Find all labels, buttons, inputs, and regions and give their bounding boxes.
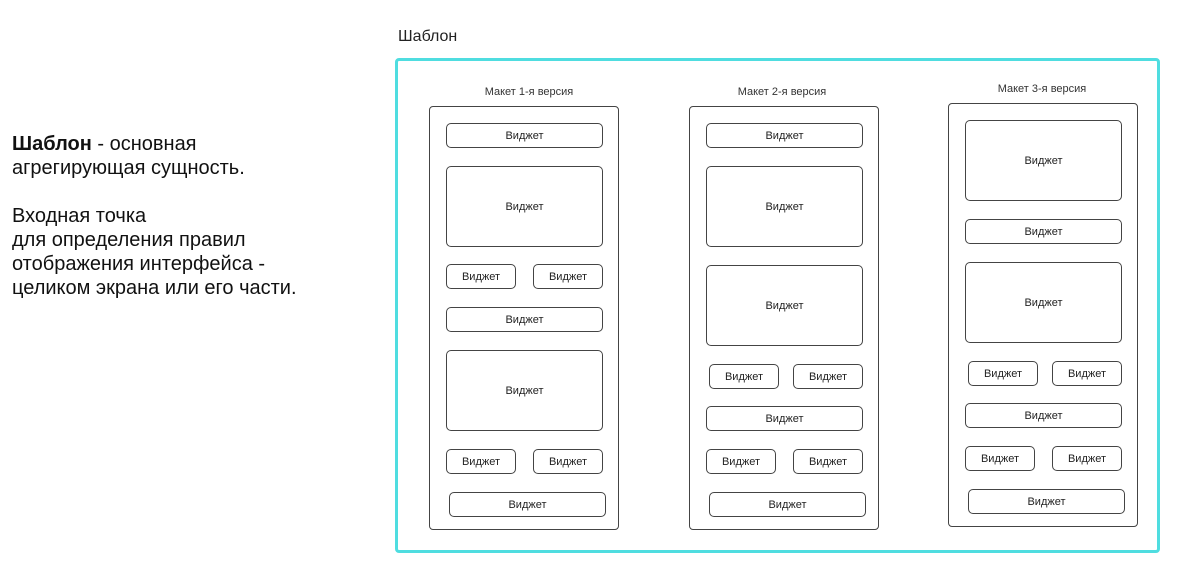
- widget: Виджет: [446, 449, 516, 474]
- widget: Виджет: [709, 492, 866, 517]
- widget: Виджет: [1052, 446, 1122, 471]
- widget: Виджет: [446, 350, 603, 431]
- widget: Виджет: [965, 120, 1122, 201]
- widget: Виджет: [793, 364, 863, 389]
- version-title-1: Макет 1-я версия: [484, 86, 574, 98]
- version-title-3: Макет 3-я версия: [997, 83, 1087, 95]
- widget: Виджет: [965, 403, 1122, 428]
- widget: Виджет: [533, 449, 603, 474]
- description-line: отображения интерфейса -: [12, 253, 266, 275]
- widget: Виджет: [533, 264, 603, 289]
- widget: Виджет: [446, 307, 603, 332]
- widget: Виджет: [706, 166, 863, 247]
- widget: Виджет: [446, 123, 603, 148]
- widget: Виджет: [709, 364, 779, 389]
- widget: Виджет: [1052, 361, 1122, 386]
- description-title-rest: - основная: [91, 133, 197, 155]
- description-paragraph-2: Входная точка для определения правил ото…: [12, 204, 372, 300]
- widget: Виджет: [968, 489, 1125, 514]
- widget: Виджет: [449, 492, 606, 517]
- widget: Виджет: [446, 264, 516, 289]
- widget: Виджет: [706, 406, 863, 431]
- description-line: Шаблон - основная: [12, 132, 372, 156]
- widget: Виджет: [706, 449, 776, 474]
- description-title-bold: Шаблон: [12, 133, 92, 155]
- widget: Виджет: [706, 265, 863, 346]
- frame-label: Шаблон: [398, 28, 458, 45]
- description-paragraph-1: Шаблон - основная агрегирующая сущность.: [12, 132, 372, 180]
- version-title-2: Макет 2-я версия: [737, 86, 827, 98]
- description-text: Шаблон - основная агрегирующая сущность.…: [12, 132, 372, 300]
- description-line: целиком экрана или его части.: [12, 277, 297, 299]
- description-line: Входная точка: [12, 205, 147, 227]
- widget: Виджет: [965, 446, 1035, 471]
- widget: Виджет: [968, 361, 1038, 386]
- widget: Виджет: [965, 219, 1122, 244]
- widget: Виджет: [706, 123, 863, 148]
- description-line: агрегирующая сущность.: [12, 157, 245, 179]
- widget: Виджет: [965, 262, 1122, 343]
- widget: Виджет: [446, 166, 603, 247]
- description-line: для определения правил: [12, 229, 246, 251]
- template-frame: [395, 58, 1160, 553]
- widget: Виджет: [793, 449, 863, 474]
